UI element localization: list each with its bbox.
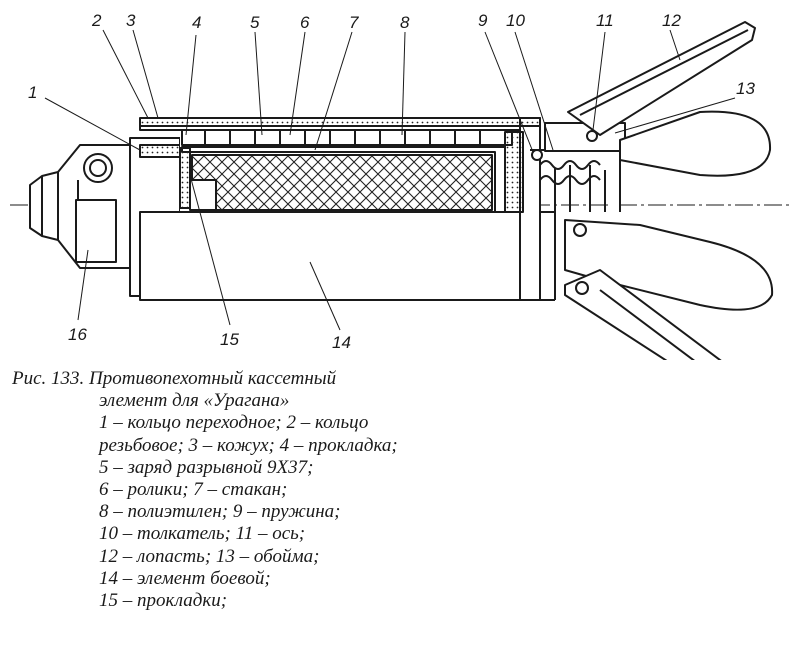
hinge-axis: [586, 130, 598, 142]
leader-lines: [44, 29, 736, 331]
combat-element-body: [139, 211, 521, 301]
caption-legend-line: 10 – толкатель; 11 – ось;: [99, 523, 306, 545]
caption-legend-line: 12 – лопасть; 13 – обойма;: [99, 545, 320, 567]
caption-legend-line: 6 – ролики; 7 – стакан;: [99, 479, 288, 501]
callout-1: 1: [28, 83, 37, 102]
callout-15: 15: [220, 330, 239, 349]
upper-tail-fin: [619, 110, 772, 177]
callout-8: 8: [400, 13, 410, 32]
callout-11: 11: [596, 11, 614, 30]
callout-14: 14: [332, 333, 351, 352]
callout-16: 16: [68, 325, 87, 344]
callout-10: 10: [506, 11, 525, 30]
callout-9: 9: [478, 11, 488, 30]
figure-caption: Рис. 133. Противопехотный кассетный элем…: [12, 368, 572, 612]
cluster-element-drawing: 1 2 3 4 5 6 7 8 9 10 11 12 13 14 15 16: [10, 11, 790, 360]
spring-pusher: [530, 149, 621, 212]
caption-legend-line: 14 – элемент боевой;: [99, 567, 271, 589]
callout-12: 12: [662, 11, 681, 30]
caption-legend-line: 8 – полиэтилен; 9 – пружина;: [99, 501, 341, 523]
caption-legend-line: 5 – заряд разрывной 9Х37;: [99, 456, 314, 478]
caption-legend-line: 15 – прокладки;: [99, 590, 228, 612]
callout-5: 5: [250, 13, 260, 32]
caption-legend-line: 1 – кольцо переходное; 2 – кольцо: [99, 412, 369, 434]
callout-13: 13: [736, 79, 755, 98]
callout-7: 7: [349, 13, 359, 32]
callout-6: 6: [300, 13, 310, 32]
callout-3: 3: [126, 11, 136, 30]
bursting-charge: [191, 154, 493, 211]
caption-legend-line: резьбовое; 3 – кожух; 4 – прокладка;: [99, 434, 398, 456]
callout-4: 4: [192, 13, 201, 32]
lower-tail-fin: [564, 219, 774, 311]
rollers-row: [181, 129, 513, 146]
nose-fuze: [29, 144, 131, 269]
caption-title-cont: элемент для «Урагана»: [99, 390, 290, 412]
callout-2: 2: [91, 11, 102, 30]
caption-title: Рис. 133. Противопехотный кассетный: [12, 368, 337, 389]
